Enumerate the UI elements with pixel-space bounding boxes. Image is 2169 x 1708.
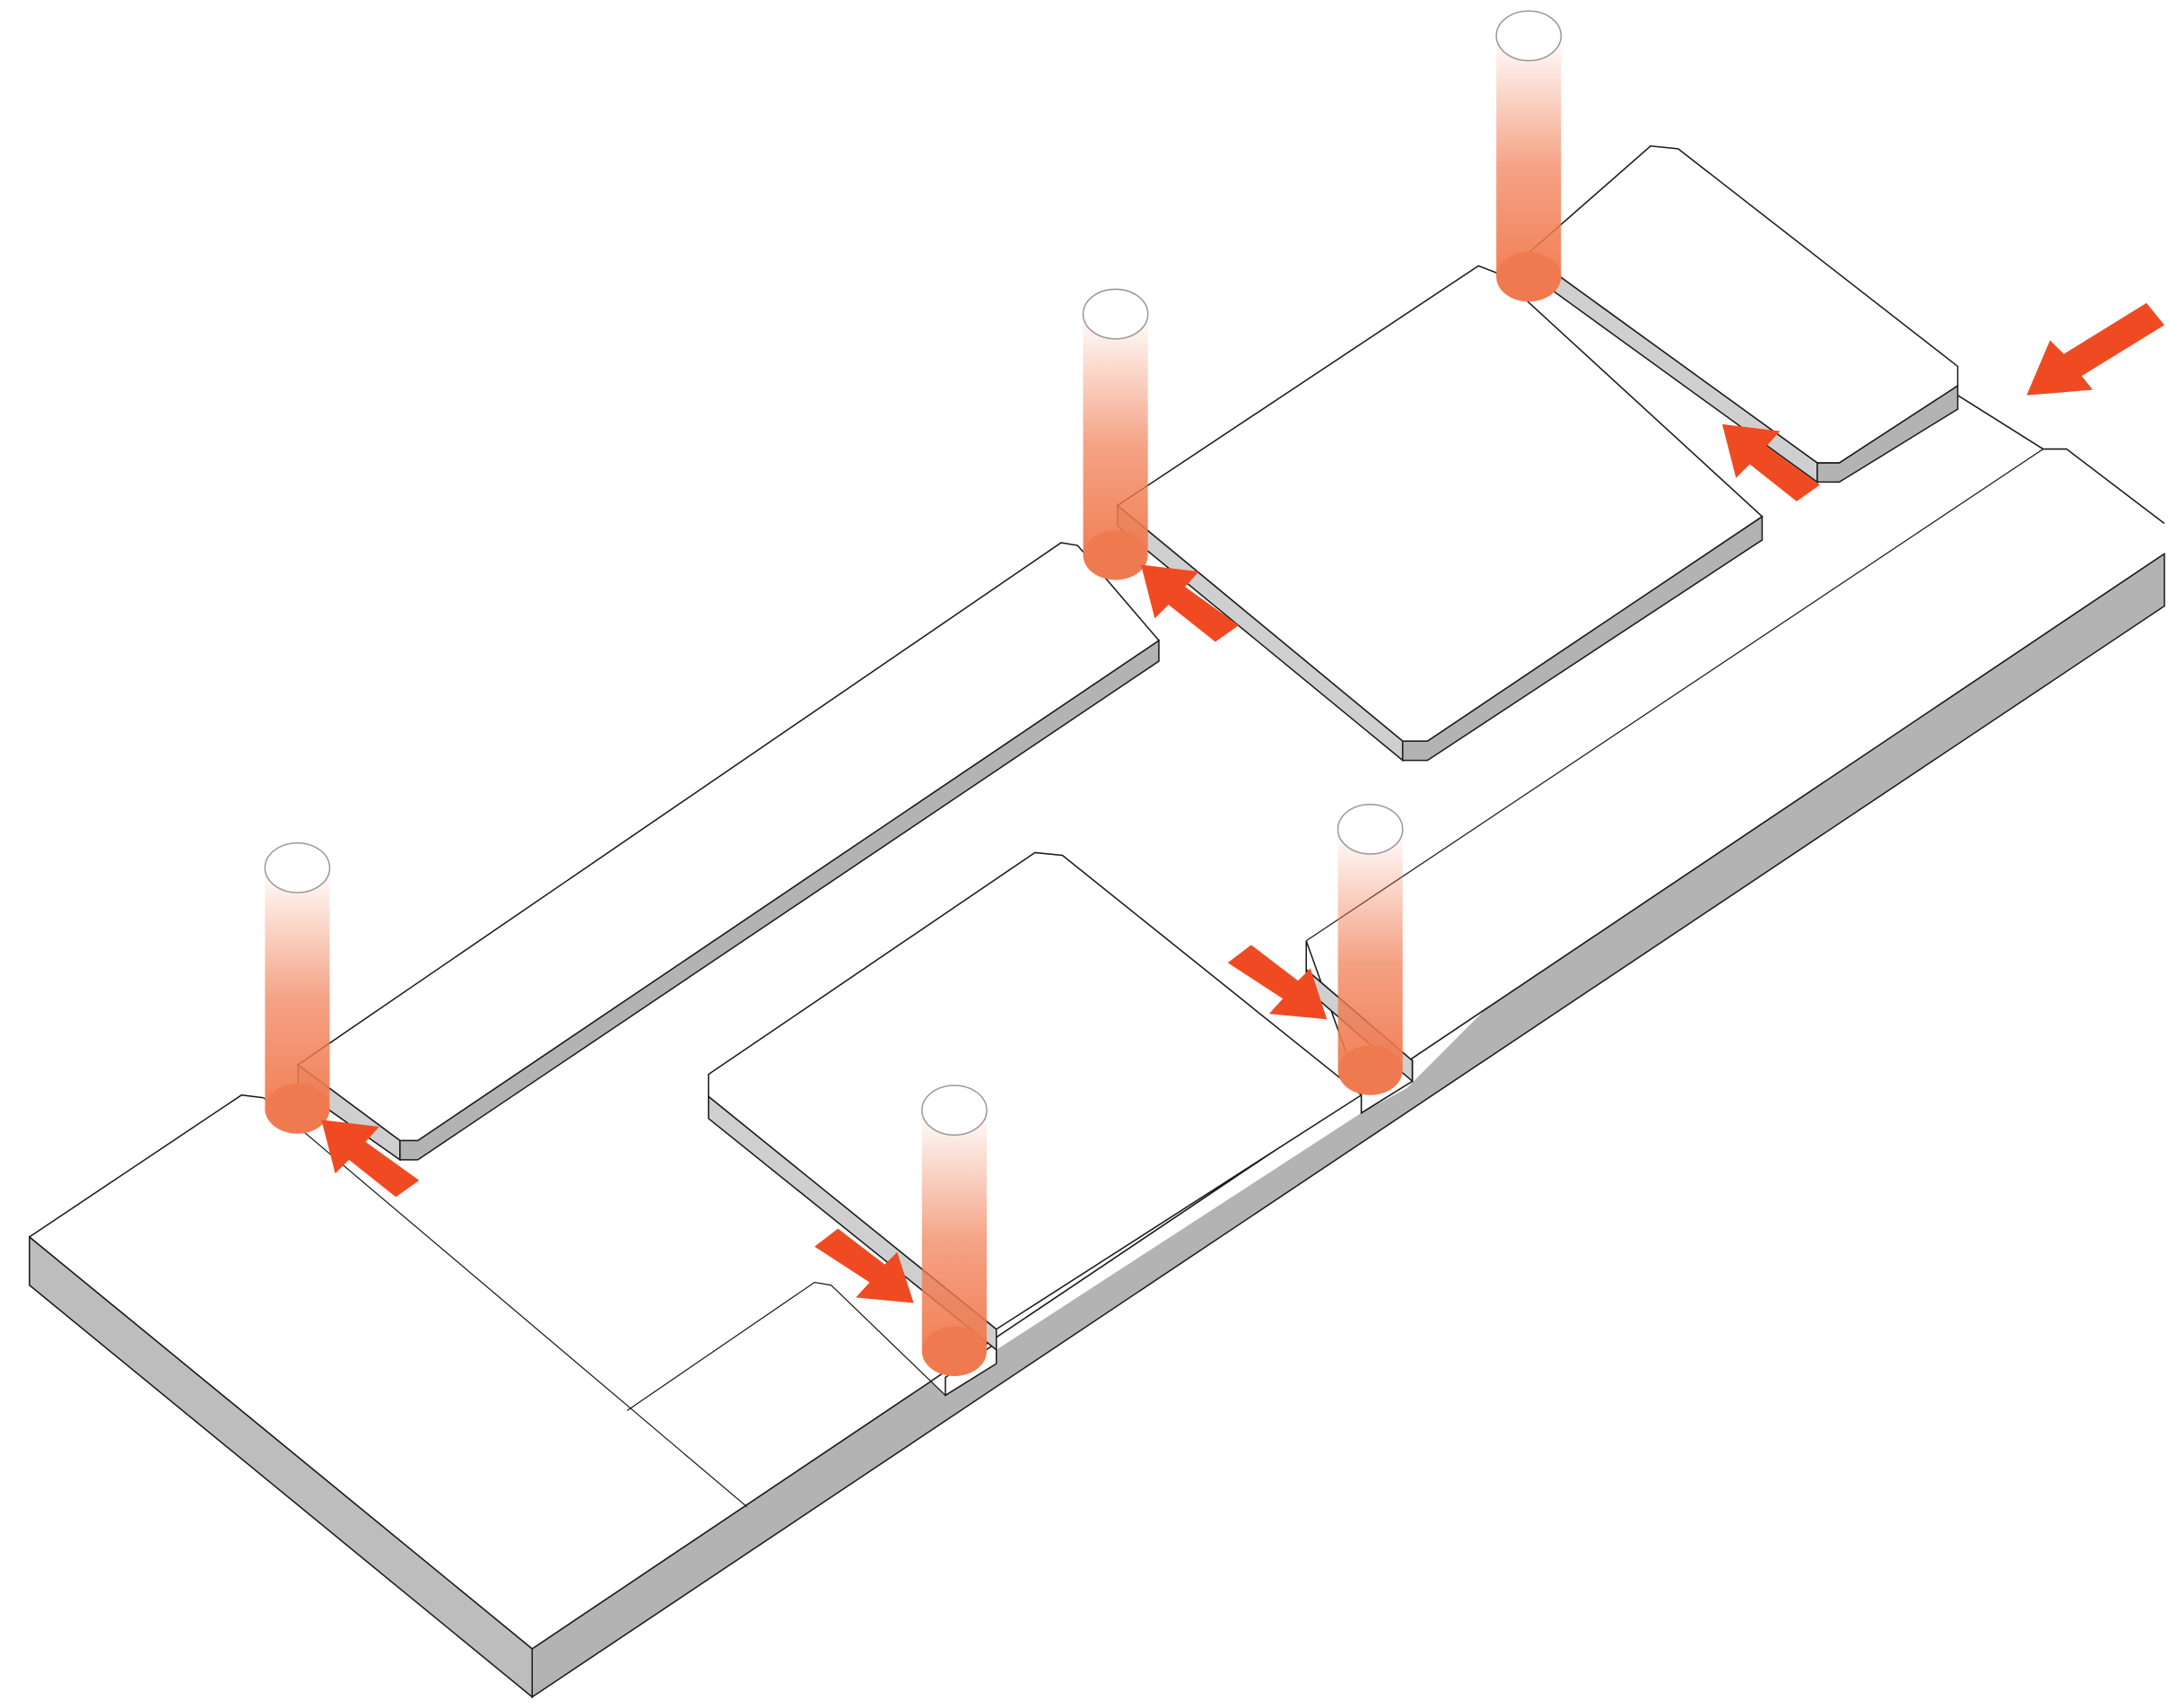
base-slab-back-edge-right [1957,395,2165,525]
light-column-3-top [1337,803,1404,855]
arrow-6 [2026,302,2165,396]
light-column-1-top [264,841,331,893]
arrow-1 [321,1120,420,1198]
arrow-4 [1140,564,1239,642]
base-slab-division-line [263,1097,748,1508]
block-small-right [1527,144,1959,484]
light-column-5 [1495,10,1563,302]
block-square-middle-top [1116,265,1764,742]
base-slab-top-face-main [29,449,2165,1649]
arrow-5 [1721,423,1820,501]
block-front-center [708,851,1414,1352]
block-square-middle [1116,265,1764,762]
light-column-3 [1337,803,1404,1095]
arrow-2 [814,1228,914,1303]
base-slab-front-edge [29,553,2165,1650]
light-column-4 [1082,288,1149,580]
light-column-5-top [1495,10,1563,62]
arrow-3 [1227,945,1328,1020]
base-slab-long-line [1305,449,2044,942]
block-front-center-top [708,851,1363,1330]
light-column-2-top [921,1085,988,1137]
light-column-4-top [1082,288,1149,340]
base-slab [29,395,2165,1699]
base-slab-outline [29,1094,264,1238]
block-long-left-top [296,542,1161,1142]
block-small-right-top [1527,144,1959,464]
light-column-1 [264,841,331,1134]
base-slab-notch-line [626,1281,946,1411]
light-column-2 [921,1085,988,1376]
block-long-left [296,542,1161,1162]
